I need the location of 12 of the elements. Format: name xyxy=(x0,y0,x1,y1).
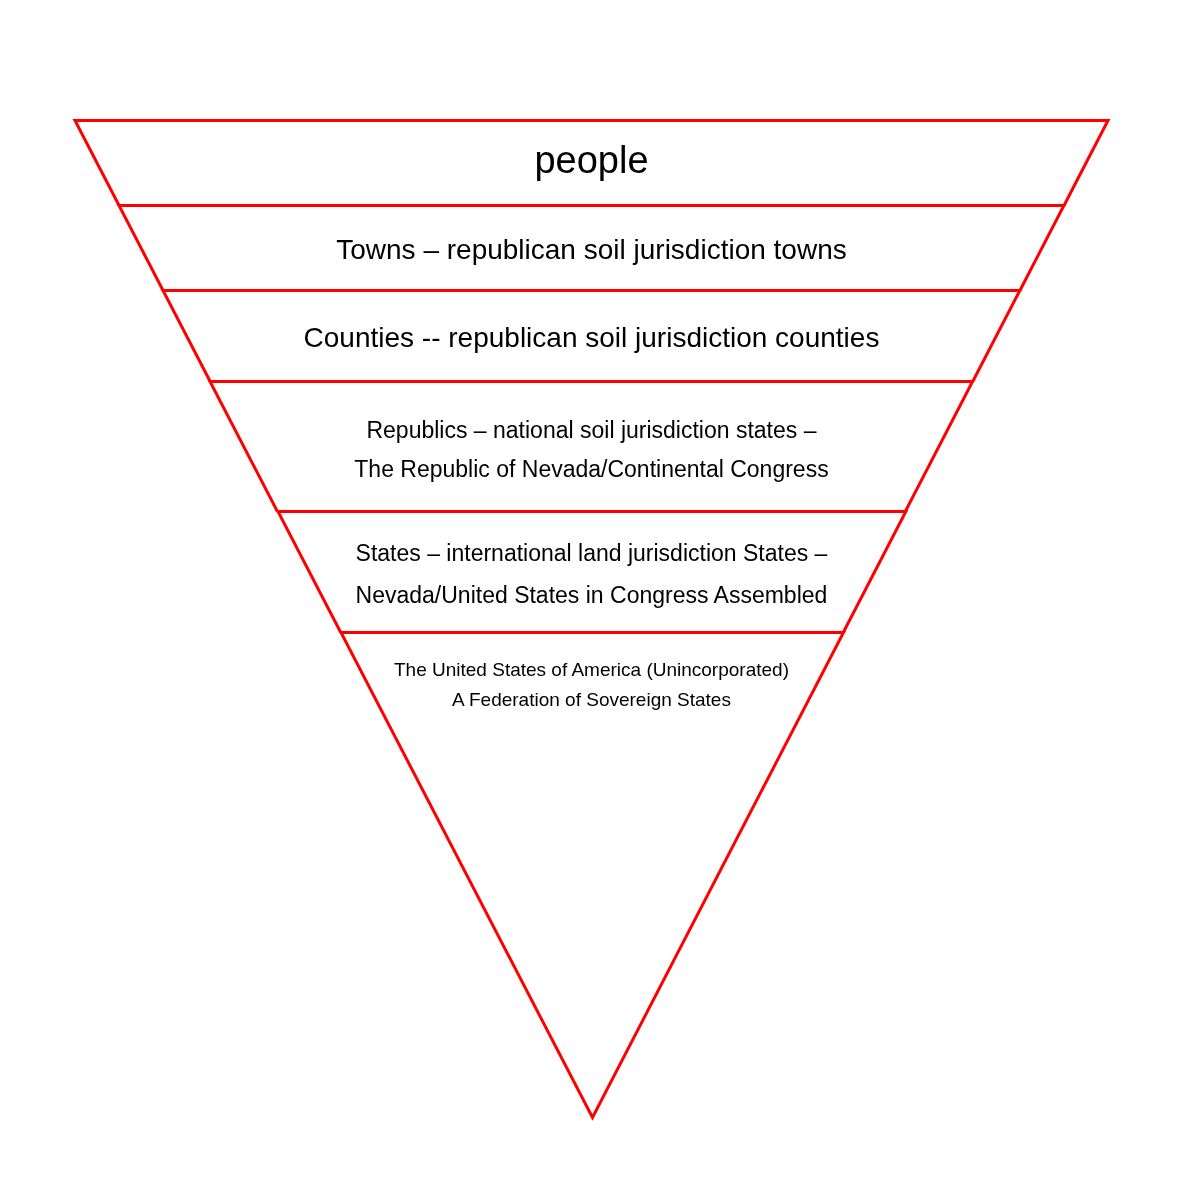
band-label: people xyxy=(533,138,650,182)
band-label: States – international land jurisdiction States – Nevada/United States in Congress Assembled xyxy=(354,539,829,610)
pyramid-band xyxy=(274,509,909,632)
pyramid-band xyxy=(116,203,1067,290)
band-label: Towns – republican soil jurisdiction towns xyxy=(335,233,848,267)
pyramid-band xyxy=(207,379,976,511)
pyramid-band xyxy=(160,288,1023,381)
band-label: The United States of America (Unincorporated) A Federation of Sovereign States xyxy=(393,658,790,712)
pyramid-band xyxy=(72,118,1111,205)
band-label: Republics – national soil jurisdiction states – The Republic of Nevada/Continental Congress xyxy=(353,416,830,484)
band-label: Counties -- republican soil jurisdiction counties xyxy=(302,321,881,355)
pyramid-tip xyxy=(337,630,846,1121)
